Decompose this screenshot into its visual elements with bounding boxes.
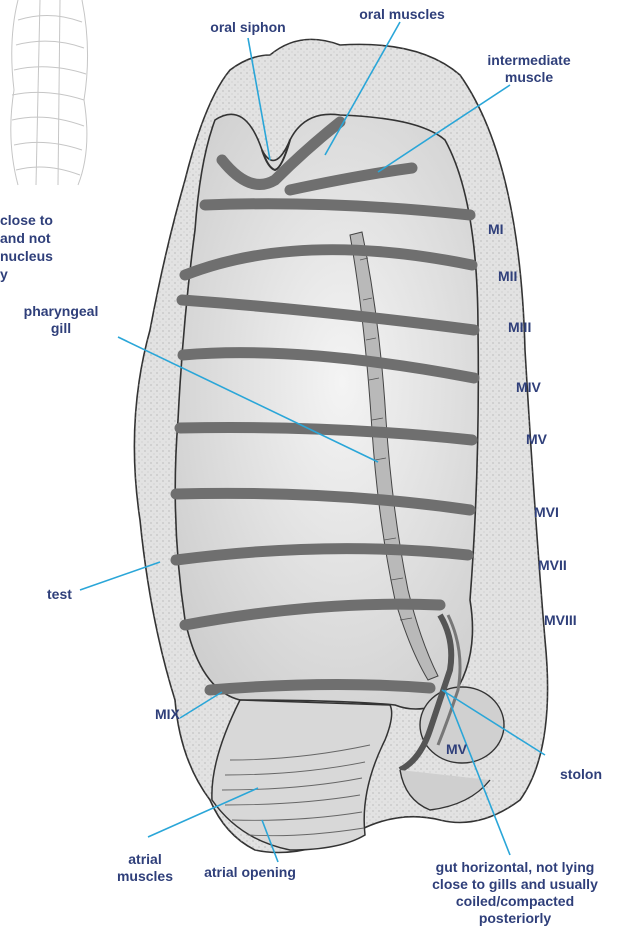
label-stolon: stolon: [560, 766, 602, 783]
cropped-text-1: close to: [0, 212, 53, 229]
cropped-text-3: nucleus: [0, 248, 53, 265]
label-mix: MIX: [155, 706, 180, 723]
label-mv-inner: MV: [446, 741, 467, 758]
label-gut-4: posteriorly: [420, 910, 610, 927]
label-gut-2: close to gills and usually: [420, 876, 610, 893]
label-intermediate-muscle-1: intermediate: [478, 52, 580, 69]
label-intermediate-muscle-2: muscle: [478, 69, 580, 86]
colony-sketch: [11, 0, 88, 185]
label-miv: MIV: [516, 379, 541, 396]
label-pharyngeal-1: pharyngeal: [9, 303, 113, 320]
label-miii: MIII: [508, 319, 531, 336]
label-mviii: MVIII: [544, 612, 577, 629]
cropped-text-4: y: [0, 266, 8, 283]
label-oral-muscles: oral muscles: [350, 6, 454, 23]
label-test: test: [47, 586, 72, 603]
label-mvii: MVII: [538, 557, 567, 574]
label-gut-1: gut horizontal, not lying: [420, 859, 610, 876]
label-mvi: MVI: [534, 504, 559, 521]
label-atrial-muscles-1: atrial: [110, 851, 180, 868]
label-atrial-opening: atrial opening: [188, 864, 312, 881]
cropped-text-2: and not: [0, 230, 51, 247]
label-pharyngeal-2: gill: [9, 320, 113, 337]
muscle-band-mix: [210, 684, 430, 690]
label-mii: MII: [498, 268, 517, 285]
label-mi: MI: [488, 221, 504, 238]
label-mv: MV: [526, 431, 547, 448]
label-gut-3: coiled/compacted: [420, 893, 610, 910]
label-atrial-muscles-2: muscles: [110, 868, 180, 885]
label-oral-siphon: oral siphon: [205, 19, 291, 36]
cropped-label-fragment: close to and not nucleus y: [0, 212, 110, 298]
